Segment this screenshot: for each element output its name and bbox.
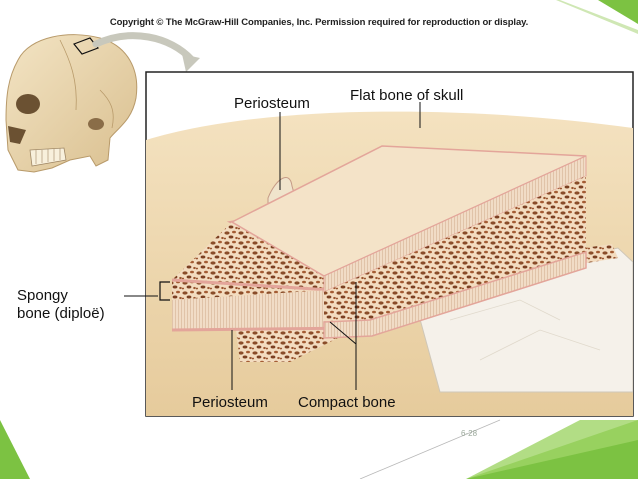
label-compact-bone: Compact bone (298, 394, 396, 411)
label-flat-bone-of-skull: Flat bone of skull (350, 87, 464, 104)
label-periosteum-top: Periosteum (234, 95, 310, 112)
skull-region-marker (73, 37, 99, 55)
accent-triangle-top-right (598, 0, 638, 24)
label-periosteum-bottom: Periosteum (192, 394, 268, 411)
skull-icon (5, 34, 138, 173)
leader-compact-bone-2 (329, 321, 357, 345)
slide-number: 6-28 (461, 429, 478, 438)
label-spongy-line1: Spongy (17, 287, 68, 304)
pointer-arrow (92, 32, 196, 64)
spongy-bracket (159, 281, 170, 301)
label-spongy-line2: bone (diploë) (17, 305, 105, 322)
accent-triangle-bottom-left (0, 420, 30, 479)
copyright-notice: Copyright © The McGraw-Hill Companies, I… (109, 17, 529, 28)
